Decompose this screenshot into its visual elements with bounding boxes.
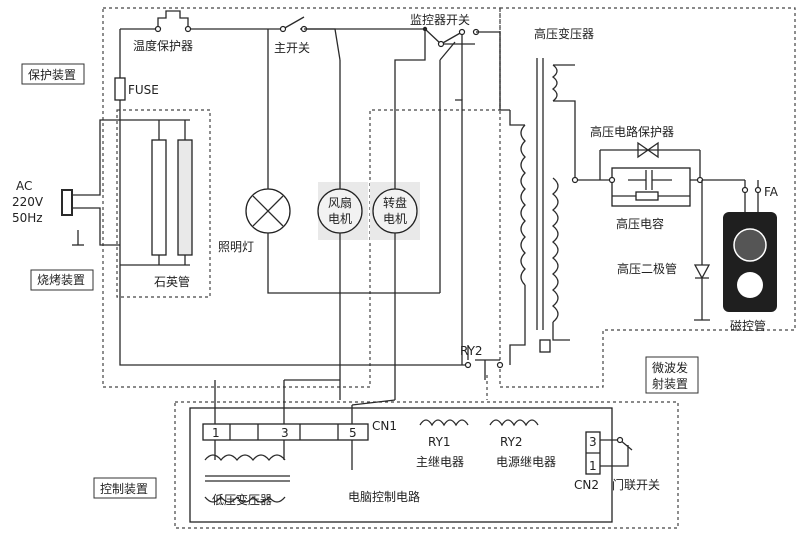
label-cn2-pin3: 3: [589, 435, 597, 449]
label-pin3: 3: [281, 426, 289, 440]
label-quartz-tube: 石英管: [154, 274, 190, 289]
left-supply-wire: [119, 29, 468, 366]
label-hv-circuit-protector: 高压电路保护器: [590, 124, 674, 139]
hv-transformer-secondary: [551, 64, 559, 323]
label-magnetron: 磁控管: [730, 318, 766, 333]
label-control-device: 控制装置: [100, 482, 148, 496]
label-hv-transformer: 高压变压器: [534, 26, 594, 41]
temp-protector-symbol: [157, 10, 189, 29]
label-cn2: CN2: [574, 478, 599, 492]
label-pin1: 1: [212, 426, 220, 440]
hv-circuit-protector-symbol: [599, 141, 701, 180]
label-lv-transformer: 低压变压器: [212, 492, 272, 507]
label-fuse: FUSE: [128, 83, 159, 97]
ac-plug-symbol: [61, 189, 73, 216]
quartz-tube-2: [177, 139, 193, 256]
quartz-tube-1: [151, 139, 167, 256]
label-grill-device: 烧烤装置: [37, 272, 85, 287]
label-fa: FA: [764, 185, 779, 199]
label-turntable-motor-2: 电机: [383, 212, 407, 226]
ry1-coil: [419, 419, 469, 427]
main-switch-blade: [282, 16, 305, 30]
label-hv-diode: 高压二极管: [617, 261, 677, 276]
cn1-connector: [202, 423, 369, 441]
label-main-relay: 主继电器: [416, 455, 464, 469]
lv-transformer-symbol: [204, 454, 290, 503]
label-computer-control: 电脑控制电路: [348, 489, 420, 504]
label-main-switch: 主开关: [274, 41, 310, 55]
label-ry2: RY2: [500, 435, 523, 449]
hv-capacitor-symbol: [628, 170, 672, 190]
label-ac-2: 220V: [12, 195, 44, 209]
label-hv-capacitor: 高压电容: [616, 216, 664, 231]
label-microwave-device-1: 微波发: [652, 360, 688, 375]
label-lamp: 照明灯: [218, 240, 254, 254]
label-temp-protector: 温度保护器: [133, 38, 193, 53]
label-microwave-device-2: 射装置: [652, 376, 688, 391]
microwave-device-box: [499, 7, 796, 388]
label-monitor-switch: 监控器开关: [410, 13, 470, 27]
label-pin5: 5: [349, 426, 357, 440]
label-ac-3: 50Hz: [12, 211, 43, 225]
hv-diode-symbol: [693, 180, 711, 321]
label-power-relay: 电源继电器: [496, 455, 556, 469]
ry2-contact: [467, 345, 500, 380]
label-cn1: CN1: [372, 419, 397, 433]
label-cn2-pin1: 1: [589, 459, 597, 473]
label-fan-motor-1: 风扇: [328, 195, 352, 210]
monitor-switch-symbol: [424, 28, 475, 100]
label-protection-device: 保护装置: [28, 68, 76, 82]
grill-device-box: [116, 109, 211, 298]
label-ac-1: AC: [16, 179, 32, 193]
label-fan-motor-2: 电机: [328, 212, 352, 226]
ry2-coil: [489, 419, 539, 427]
label-ry2-top: RY2: [460, 344, 483, 358]
hv-transformer-primary: [520, 124, 526, 286]
label-door-switch: 门联开关: [612, 477, 660, 492]
hv-transformer-core: [536, 58, 544, 330]
label-ry1: RY1: [428, 435, 451, 449]
label-turntable-motor-1: 转盘: [383, 195, 407, 210]
fuse-symbol: [114, 77, 126, 101]
